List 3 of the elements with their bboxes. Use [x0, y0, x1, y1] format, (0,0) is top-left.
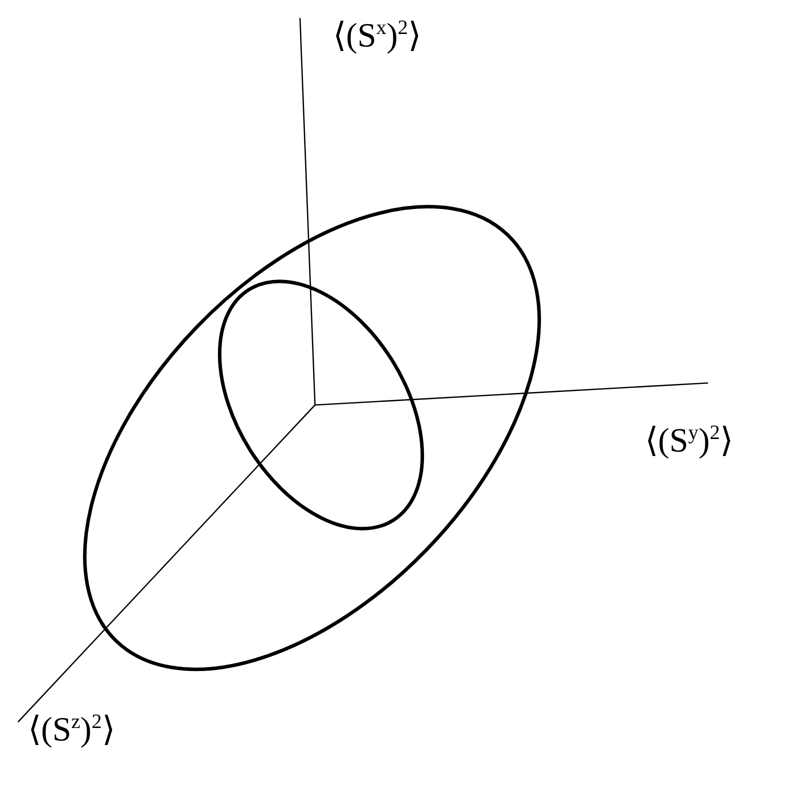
axis-label: ⟨(S$^{z}$)$^{2}$⟩	[28, 712, 115, 748]
axis-label: ⟨(S$^{y}$)$^{2}$⟩	[645, 423, 733, 458]
axis-label: ⟨(S$^{x}$)$^{2}$⟩	[333, 18, 421, 54]
